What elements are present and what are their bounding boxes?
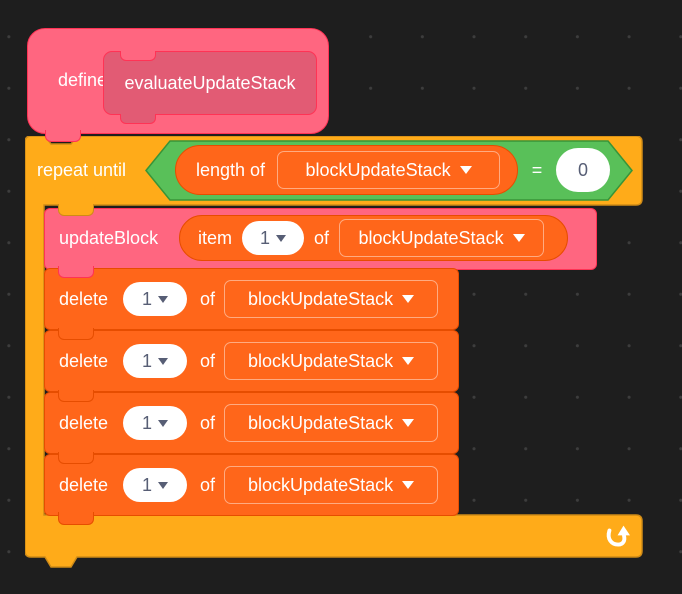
delete-of-list-block[interactable]: delete 1 of blockUpdateStack <box>44 392 459 454</box>
loop-arrow-icon <box>606 525 630 547</box>
c-mouth-top-tab <box>58 204 94 216</box>
dropdown-arrow-icon <box>402 357 415 365</box>
list-dropdown-label: blockUpdateStack <box>358 227 504 248</box>
updateblock-bottom-tab <box>58 266 94 278</box>
define-keyword: define <box>58 69 108 90</box>
item-of-list-block[interactable]: item 1 of blockUpdateStack <box>179 215 568 261</box>
delete-index-value: 1 <box>142 474 153 495</box>
list-dropdown-label: blockUpdateStack <box>248 350 394 371</box>
updateblock-label: updateBlock <box>59 227 159 248</box>
delete-index-dropdown[interactable]: 1 <box>123 344 188 378</box>
list-dropdown[interactable]: blockUpdateStack <box>339 219 545 257</box>
delete-label: delete <box>59 412 109 433</box>
list-dropdown-label: blockUpdateStack <box>248 288 394 309</box>
dropdown-arrow-icon <box>459 166 472 174</box>
delete-index-value: 1 <box>142 288 153 309</box>
comparison-value-input[interactable]: 0 <box>556 148 610 192</box>
repeat-until-label: repeat until <box>37 160 127 180</box>
delete-bottom-tab <box>58 390 94 402</box>
dropdown-arrow-icon <box>158 419 169 427</box>
delete-index-dropdown[interactable]: 1 <box>123 406 188 440</box>
list-dropdown[interactable]: blockUpdateStack <box>224 342 439 380</box>
delete-label: delete <box>59 350 109 371</box>
length-of-list-block[interactable]: length of blockUpdateStack <box>175 145 518 195</box>
dropdown-arrow-icon <box>402 295 415 303</box>
updateblock-custom-block[interactable]: updateBlock item 1 of blockUpdateStack <box>44 208 597 270</box>
list-dropdown-label: blockUpdateStack <box>248 474 394 495</box>
define-hat-block[interactable]: define evaluateUpdateStack <box>27 28 329 134</box>
of-label: of <box>200 350 216 371</box>
of-label: of <box>200 474 216 495</box>
dropdown-arrow-icon <box>158 357 169 365</box>
length-of-label: length of <box>196 159 266 180</box>
comparison-value: 0 <box>577 159 588 180</box>
delete-bottom-tab <box>58 328 94 340</box>
of-label: of <box>200 412 216 433</box>
procedure-prototype-block[interactable]: evaluateUpdateStack <box>103 51 317 124</box>
item-index-dropdown[interactable]: 1 <box>242 221 305 255</box>
delete-bottom-tab <box>58 512 94 525</box>
delete-of-list-block[interactable]: delete 1 of blockUpdateStack <box>44 454 459 516</box>
dropdown-arrow-icon <box>158 481 169 489</box>
dropdown-arrow-icon <box>276 234 287 242</box>
list-dropdown[interactable]: blockUpdateStack <box>224 404 439 442</box>
equals-sign-label: = <box>531 160 543 180</box>
delete-bottom-tab <box>58 452 94 464</box>
of-label: of <box>200 288 216 309</box>
define-bottom-tab <box>45 130 81 142</box>
delete-index-value: 1 <box>142 412 153 433</box>
delete-label: delete <box>59 288 109 309</box>
delete-of-list-block[interactable]: delete 1 of blockUpdateStack <box>44 330 459 392</box>
list-dropdown[interactable]: blockUpdateStack <box>224 280 439 318</box>
dropdown-arrow-icon <box>402 419 415 427</box>
prototype-notch <box>120 51 156 61</box>
procedure-name: evaluateUpdateStack <box>124 72 296 93</box>
item-index-value: 1 <box>260 227 271 248</box>
dropdown-arrow-icon <box>402 481 415 489</box>
list-dropdown-label: blockUpdateStack <box>248 412 394 433</box>
dropdown-arrow-icon <box>158 295 169 303</box>
delete-of-list-block[interactable]: delete 1 of blockUpdateStack <box>44 268 459 330</box>
delete-index-dropdown[interactable]: 1 <box>123 282 188 316</box>
list-dropdown[interactable]: blockUpdateStack <box>277 151 501 189</box>
list-dropdown[interactable]: blockUpdateStack <box>224 466 439 504</box>
delete-label: delete <box>59 474 109 495</box>
dropdown-arrow-icon <box>512 234 525 242</box>
delete-index-value: 1 <box>142 350 153 371</box>
prototype-tab <box>120 114 156 124</box>
of-label: of <box>314 227 330 248</box>
item-label: item <box>198 227 233 248</box>
list-dropdown-label: blockUpdateStack <box>305 159 451 180</box>
delete-index-dropdown[interactable]: 1 <box>123 468 188 502</box>
